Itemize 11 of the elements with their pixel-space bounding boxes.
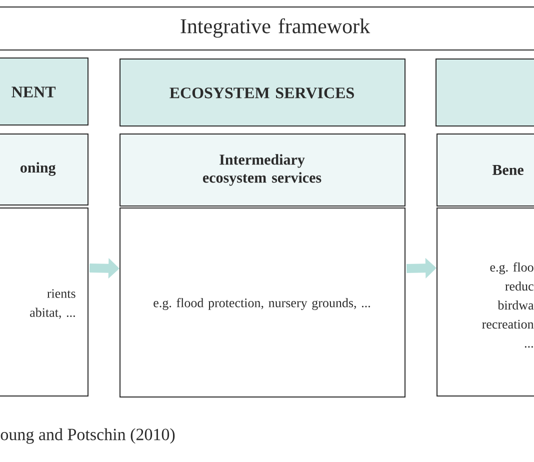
subheader-box: oning <box>0 134 88 206</box>
subheader-box: Intermediary ecosystem services <box>120 134 406 206</box>
header-box: ECOSYSTEM SERVICES <box>120 58 406 126</box>
header-box: NENT <box>0 58 88 126</box>
content-box: rients abitat, ... <box>0 208 88 396</box>
subheader-box: Bene <box>436 134 534 206</box>
header-box <box>436 58 534 126</box>
content-box: e.g. floo reduc birdwa recreation ... <box>436 208 534 396</box>
caption: oung and Potschin (2010) <box>0 428 175 444</box>
title-band: Integrative framework <box>0 6 534 50</box>
content-box: e.g. flood protection, nursery grounds, ... <box>120 208 406 398</box>
